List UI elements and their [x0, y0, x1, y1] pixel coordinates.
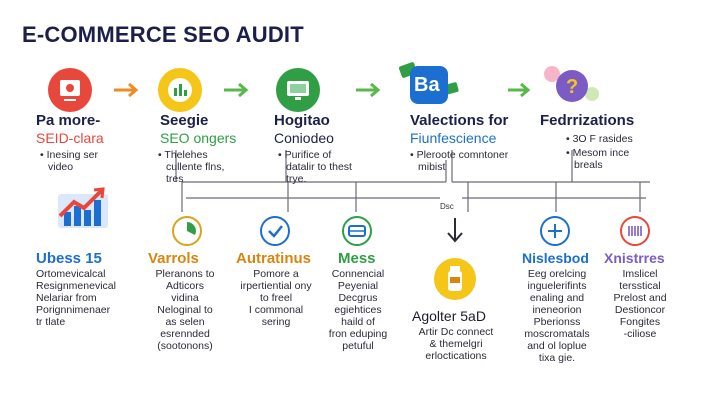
b2-title: Varrols	[148, 250, 199, 267]
b6-line4: ineneorion	[532, 304, 582, 316]
b7-line5: Fongites	[619, 316, 661, 328]
step4-bullet: Pleroote comntoner	[410, 149, 509, 161]
b2-line4: Neloginal to	[157, 304, 213, 316]
plus-icon	[540, 216, 570, 246]
bus-icon	[342, 216, 372, 246]
b6-line8: tixa gie.	[538, 352, 576, 364]
step3-heading: Hogitao	[274, 112, 330, 129]
b2-line2: Adticors	[166, 280, 204, 292]
b2-line6: esrennded	[160, 328, 210, 340]
b2-line5: as selen	[165, 316, 205, 328]
trend-chart-icon	[56, 186, 110, 230]
arrow-3	[356, 82, 381, 98]
presentation-icon	[48, 68, 92, 112]
step3-subheading: Coniodeo	[274, 130, 334, 146]
b1-line1: Ortomevicalcal	[36, 268, 106, 280]
b7-line4: Destioncor	[614, 304, 666, 316]
b4-line6: fron eduping	[328, 328, 388, 340]
b6-line2: inguelerifints	[527, 280, 587, 292]
b1-line3: Nelariar from	[36, 292, 97, 304]
b7-line3: Prelost and	[613, 292, 667, 304]
b1-title: Ubess 15	[36, 250, 102, 267]
b5-line2: & themelgri	[429, 338, 483, 350]
check-icon	[260, 216, 290, 246]
b5-title: Agolter 5aD	[412, 308, 486, 324]
step2-bullet: Thelehes	[158, 149, 207, 161]
step1-subheading: SEID-clara	[36, 130, 104, 146]
b4-title: Mess	[338, 250, 376, 267]
question-icon: ?	[540, 60, 604, 112]
ba-logo-text: Ba	[414, 74, 440, 96]
b4-line2: Peyenial	[337, 280, 379, 292]
b7-line6: -ciliose	[623, 328, 657, 340]
b2-line1: Pleranons to	[155, 268, 215, 280]
step5-heading: Fedrrizations	[540, 112, 635, 129]
b5-line1: Artir Dc connect	[418, 326, 494, 338]
b4-line5: haild of	[341, 316, 375, 328]
b3-line2: irpertiential ony	[240, 280, 312, 292]
step1-heading: Pa more-	[36, 112, 101, 129]
b1-line5: tr tlate	[36, 316, 66, 328]
b2-line7: (sootonons)	[157, 340, 213, 352]
step1-bullet-cont: video	[48, 161, 74, 173]
b6-line6: moscromatals	[524, 328, 590, 340]
monitor-icon	[276, 68, 320, 112]
arrow-2	[224, 82, 249, 98]
step2-bullet-cont: cullente flns,	[166, 161, 225, 173]
svg-text:?: ?	[566, 76, 578, 98]
b6-line3: enaling and	[529, 292, 585, 304]
down-arrow	[447, 218, 463, 243]
b1-line4: Porignnimenaer	[36, 304, 111, 316]
b3-line1: Pomore a	[253, 268, 299, 280]
analytics-icon	[158, 68, 202, 112]
step5-bullet2: Mesom ince	[566, 147, 630, 159]
b3-line5: sering	[261, 316, 291, 328]
b5-line3: erloctications	[425, 350, 487, 362]
ba-logo-icon: Ba	[396, 58, 464, 110]
b1-line2: Resignmenevical	[36, 280, 116, 292]
pie-chart-icon	[172, 216, 202, 246]
step3-bullet-cont2: trye.	[286, 173, 307, 185]
b4-line1: Connencial	[331, 268, 385, 280]
b3-line4: I commonal	[248, 304, 304, 316]
divider-label: Dsc	[440, 202, 454, 211]
b6-line1: Eeg orelcing	[527, 268, 587, 280]
step2-heading: Seegie	[160, 112, 209, 129]
b4-line7: petuful	[342, 340, 374, 352]
step2-bullet-cont2: tres	[166, 173, 184, 185]
step3-bullet: Purifice of	[278, 149, 332, 161]
step5-bullet1: 3O F rasides	[566, 133, 633, 145]
page-title: E-COMMERCE SEO AUDIT	[22, 22, 304, 47]
b7-line1: Imslicel	[622, 268, 658, 280]
step3-bullet-cont: datalir to thest	[286, 161, 352, 173]
b6-title: Nislesbod	[522, 250, 589, 266]
b2-line3: vidina	[171, 292, 199, 304]
step4-heading: Valections for	[410, 112, 509, 129]
bottle-icon	[434, 258, 476, 300]
tree-lines	[175, 150, 650, 212]
arrow-4	[508, 82, 531, 98]
step1-bullet: Inesing ser	[40, 149, 98, 161]
b7-line2: tersstical	[619, 280, 661, 292]
barcode-icon	[620, 216, 650, 246]
b4-line4: egiehtices	[334, 304, 382, 316]
step4-subheading: Fiunfescience	[410, 130, 497, 146]
arrow-1	[114, 82, 139, 98]
step5-bullet2-cont: breals	[574, 159, 603, 171]
step4-bullet-cont: mibist	[418, 161, 446, 173]
b3-title: Autratinus	[236, 250, 311, 267]
b4-line3: Decgrus	[338, 292, 378, 304]
b7-title: Xnistrres	[604, 250, 665, 266]
b6-line5: Pberionss	[533, 316, 581, 328]
step2-subheading: SEO ongers	[160, 130, 237, 146]
b6-line7: and ol loplue	[527, 340, 587, 352]
b3-line3: to freel	[259, 292, 293, 304]
